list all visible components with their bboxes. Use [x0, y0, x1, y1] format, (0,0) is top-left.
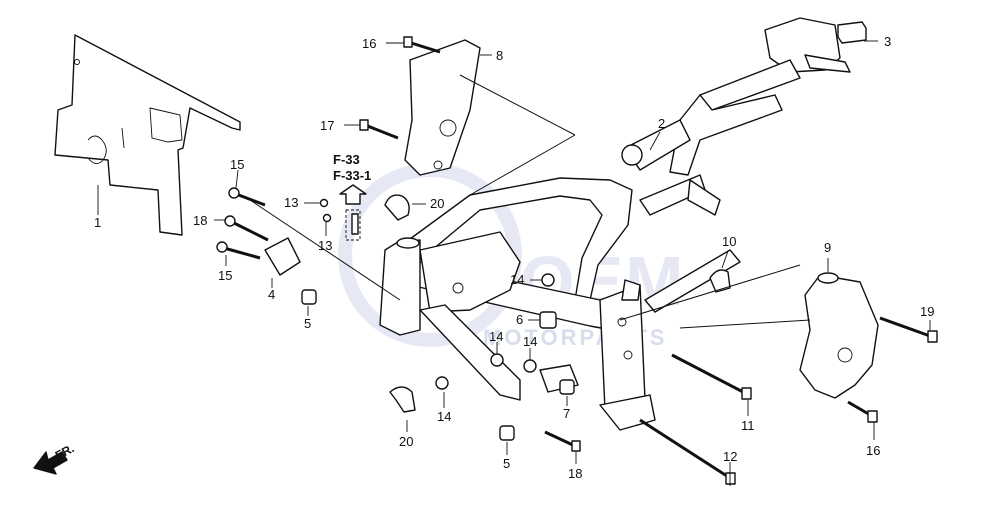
- callout-20-lower: 20: [399, 434, 413, 449]
- callout-10: 10: [722, 234, 736, 249]
- part-8-bracket: [404, 39, 481, 176]
- part-20-clamp-upper: [384, 194, 410, 221]
- callout-15-lower: 15: [218, 268, 232, 283]
- reference-f33: F-33: [333, 152, 360, 167]
- bolt-12: [639, 418, 736, 485]
- callout-16-top: 16: [362, 36, 376, 51]
- bolt-11: [671, 353, 752, 400]
- nut-14-a: [541, 273, 555, 287]
- bolt-15-top: [228, 187, 266, 207]
- part-9-bracket: [799, 272, 879, 399]
- callout-17: 17: [320, 118, 334, 133]
- callout-9: 9: [824, 240, 831, 255]
- reference-arrow-icon: [339, 184, 367, 205]
- callout-20-upper: 20: [430, 196, 444, 211]
- collar-6: [539, 311, 557, 329]
- callout-16-right: 16: [866, 443, 880, 458]
- bolt-16-top: [403, 36, 441, 54]
- part-4-bracket: [264, 237, 301, 276]
- reference-f33-1: F-33-1: [333, 168, 371, 183]
- callout-5-upper: 5: [304, 316, 311, 331]
- screw-13-b: [322, 213, 332, 223]
- callout-2: 2: [658, 116, 665, 131]
- leader-lines: [97, 40, 931, 486]
- bolt-17: [359, 119, 399, 140]
- callout-6: 6: [516, 312, 523, 327]
- nut-7: [559, 379, 575, 395]
- front-direction-indicator: FR.: [33, 441, 76, 475]
- part-10-clip: [709, 269, 731, 293]
- part-3-block: [837, 21, 867, 44]
- nut-14-c: [523, 359, 537, 373]
- front-arrow-icon: [33, 451, 68, 475]
- part-2-main-frame: [379, 17, 851, 431]
- nut-14-d: [435, 376, 449, 390]
- collar-5-upper: [301, 289, 317, 305]
- part-13-plate: [345, 209, 361, 241]
- nut-14-b: [490, 353, 504, 367]
- callout-13-b: 13: [318, 238, 332, 253]
- callout-14-d: 14: [437, 409, 451, 424]
- bolt-15-lower: [216, 241, 261, 260]
- callout-18-bottom: 18: [568, 466, 582, 481]
- screw-13-a: [319, 198, 329, 208]
- callout-19: 19: [920, 304, 934, 319]
- callout-3: 3: [884, 34, 891, 49]
- bolt-16-right: [847, 400, 878, 423]
- callout-14-a: 14: [510, 272, 524, 287]
- bolt-18-bottom: [544, 430, 581, 452]
- part-20-clamp-lower: [389, 386, 416, 413]
- callout-4: 4: [268, 287, 275, 302]
- callout-labels: 1 2 3 4 5 5 6 7 8 9 10 11 12 13 13 14 14…: [94, 34, 934, 481]
- callout-18-left: 18: [193, 213, 207, 228]
- callout-8: 8: [496, 48, 503, 63]
- callout-5-lower: 5: [503, 456, 510, 471]
- reference-note: F-33 F-33-1: [333, 152, 371, 205]
- callout-13-a: 13: [284, 195, 298, 210]
- callout-15-top: 15: [230, 157, 244, 172]
- collar-5-lower: [499, 425, 515, 441]
- part-1-plate: [54, 34, 241, 236]
- callout-14-c: 14: [523, 334, 537, 349]
- callout-7: 7: [563, 406, 570, 421]
- callout-14-b: 14: [489, 329, 503, 344]
- callout-11: 11: [741, 418, 755, 433]
- callout-12: 12: [723, 449, 737, 464]
- bolt-18-left: [224, 215, 269, 242]
- callout-1: 1: [94, 215, 101, 230]
- bolt-19: [879, 316, 938, 343]
